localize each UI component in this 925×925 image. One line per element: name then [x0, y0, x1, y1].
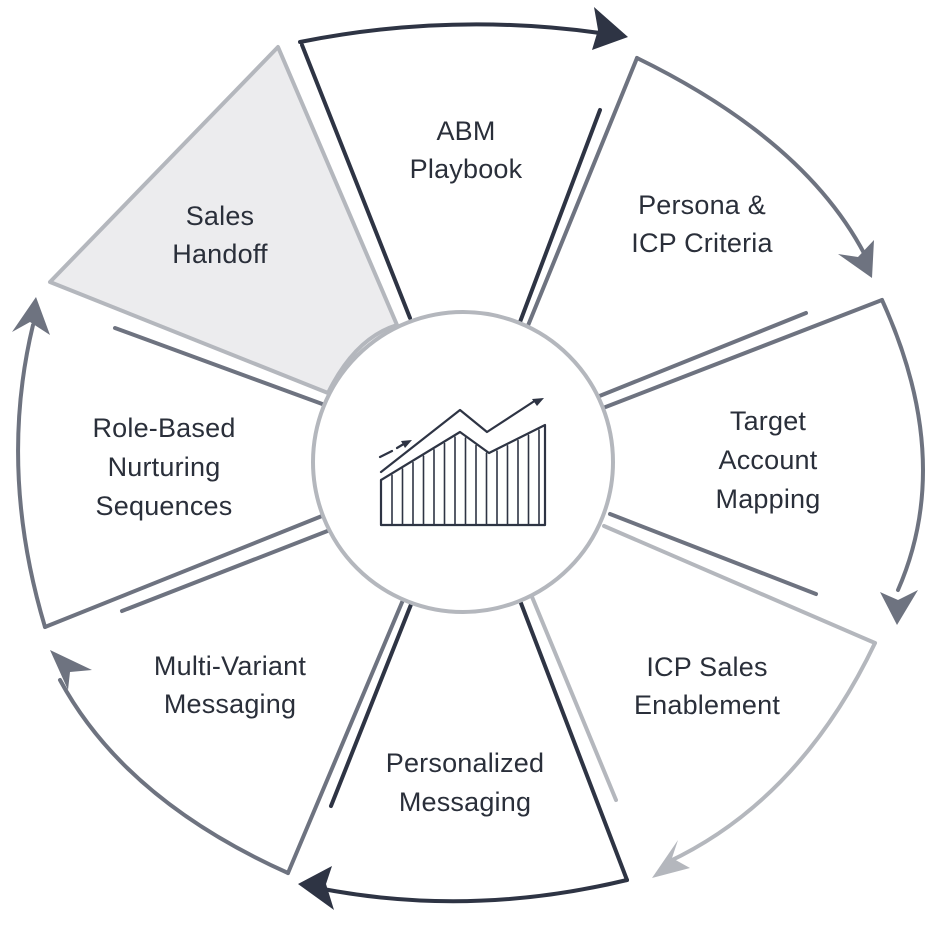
segment-label-line: Messaging — [164, 689, 296, 719]
segment-label-line: Nurturing — [108, 452, 221, 482]
cycle-arrows — [12, 7, 918, 910]
segment-label-line: Enablement — [634, 690, 780, 720]
arrow-icon — [838, 240, 874, 278]
segment-label-line: Sequences — [96, 491, 233, 521]
arc-abm-playbook — [298, 22, 602, 44]
arc-persona — [635, 56, 867, 257]
segment-label-line: Playbook — [410, 154, 523, 184]
arrow-icon — [652, 840, 690, 878]
center-hub — [311, 310, 615, 614]
segment-label-line: ICP Criteria — [631, 228, 773, 258]
arc-icp-sales — [666, 641, 877, 864]
segment-label-line: Account — [719, 445, 818, 475]
arrow-icon — [50, 650, 92, 690]
arc-multi-variant — [58, 678, 290, 875]
arc-target-account — [880, 298, 925, 592]
arrow-icon — [880, 590, 918, 625]
outer-ring — [16, 22, 925, 904]
arrow-icon — [298, 866, 334, 910]
segment-label-line: ICP Sales — [646, 652, 767, 682]
arc-role-based — [16, 323, 47, 629]
segment-label-abm-playbook: ABM Playbook — [410, 116, 523, 184]
arc-personalized — [316, 878, 629, 904]
segment-label-line: Mapping — [716, 484, 821, 514]
segment-label-line: Multi-Variant — [154, 651, 306, 681]
segment-label-line: Role-Based — [92, 413, 235, 443]
arrow-icon — [592, 7, 628, 50]
arrow-icon — [12, 297, 50, 335]
segment-label-line: Personalized — [386, 748, 545, 778]
segment-label-line: Handoff — [172, 239, 268, 269]
segment-label-line: Target — [730, 406, 807, 436]
segment-label-line: Messaging — [399, 787, 531, 817]
segment-label-line: Persona & — [638, 190, 766, 220]
segment-label-line: ABM — [436, 116, 495, 146]
segment-boundaries — [43, 43, 884, 882]
segment-label-persona-icp: Persona & ICP Criteria — [631, 190, 773, 258]
growth-chart-icon — [378, 398, 547, 527]
segment-label-line: Sales — [186, 201, 255, 231]
